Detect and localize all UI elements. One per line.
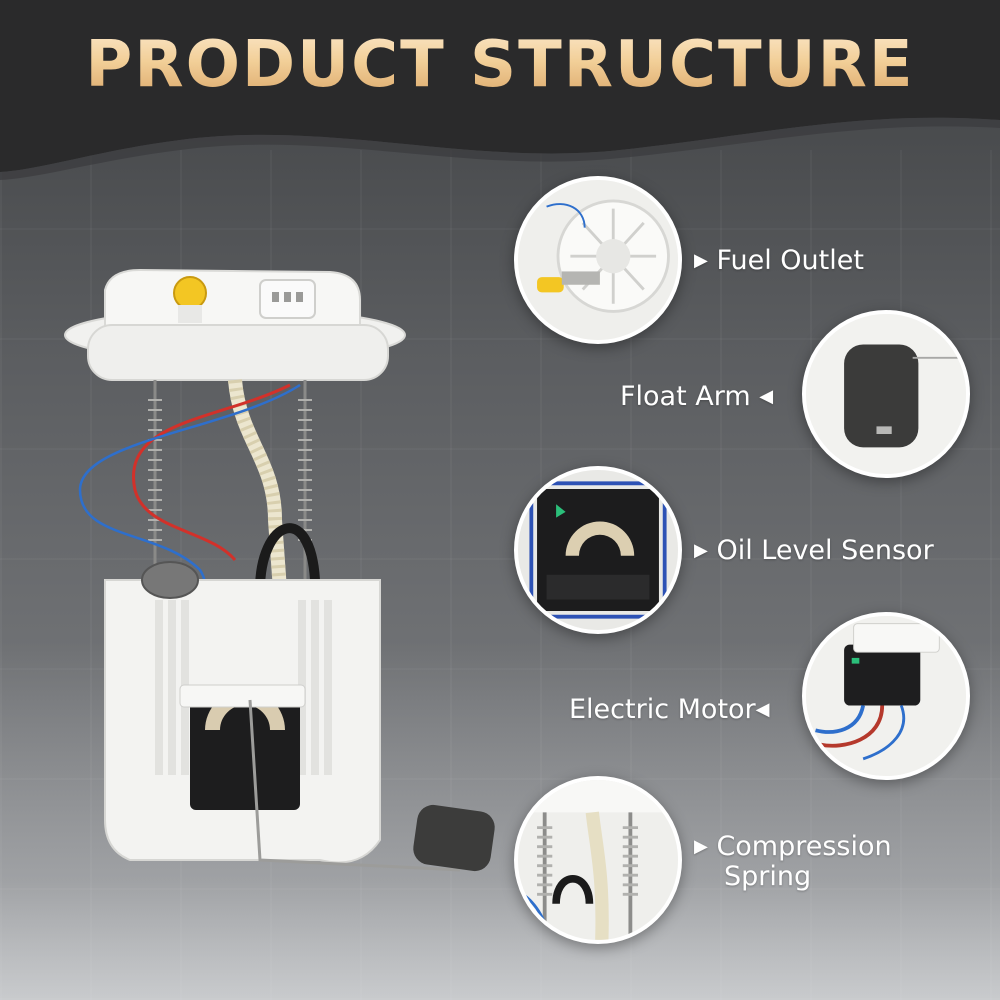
float-arm-text: Float Arm [620, 381, 751, 412]
fuel-outlet-label: ▶ Fuel Outlet [694, 246, 864, 276]
fuel-outlet-text: Fuel Outlet [716, 245, 864, 276]
header-wave [0, 0, 1000, 180]
float-arm-detail-image [802, 310, 970, 478]
page-title: PRODUCT STRUCTURE [0, 28, 1000, 102]
electric-motor-detail-image [802, 612, 970, 780]
play-right-icon: ▶ [694, 540, 708, 561]
compression-spring-detail-image [514, 776, 682, 944]
fuel-pump-assembly-image [60, 260, 500, 910]
electric-motor-label: Electric Motor◀ [569, 695, 770, 725]
oil-level-sensor-label: ▶ Oil Level Sensor [694, 536, 934, 566]
play-right-icon: ▶ [694, 836, 708, 857]
electric-motor-text: Electric Motor [569, 694, 756, 725]
play-left-icon: ◀ [759, 386, 774, 407]
compression-spring-text-line2: Spring [724, 861, 812, 892]
play-right-icon: ▶ [694, 250, 708, 271]
float-arm-label: Float Arm ◀ [620, 382, 773, 412]
compression-spring-text-line1: Compression [716, 831, 892, 862]
compression-spring-label: ▶ Compression Spring [694, 832, 892, 892]
fuel-outlet-detail-image [514, 176, 682, 344]
oil-level-sensor-text: Oil Level Sensor [716, 535, 934, 566]
header-band: PRODUCT STRUCTURE [0, 0, 1000, 190]
oil-level-sensor-detail-image [514, 466, 682, 634]
play-left-icon: ◀ [755, 699, 770, 720]
